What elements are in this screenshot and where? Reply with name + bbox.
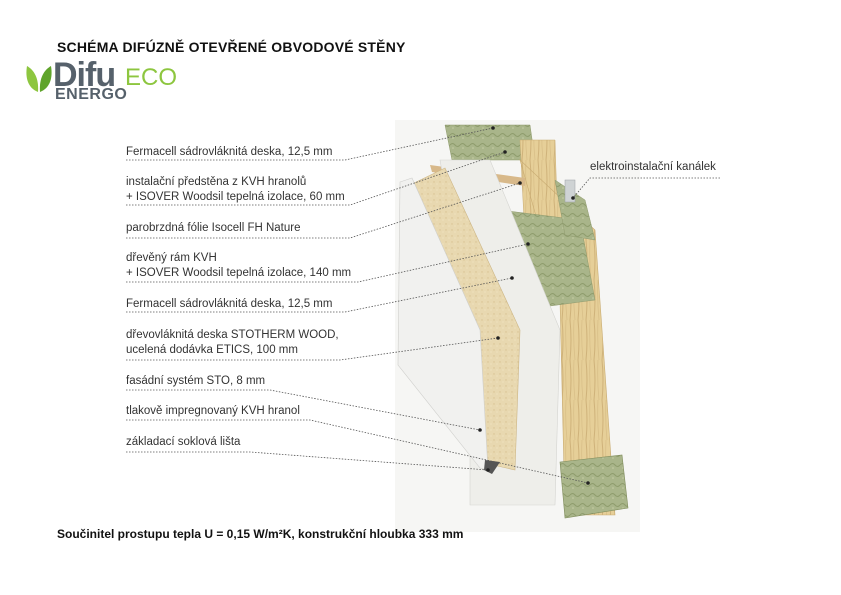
footer-u-value: Součinitel prostupu tepla U = 0,15 W/m²K… xyxy=(57,527,464,541)
label-installation-layer: instalační předstěna z KVH hranolů+ ISOV… xyxy=(126,176,345,203)
leader-lines xyxy=(126,127,720,484)
label-treated-kvh: tlakově impregnovaný KVH hranol xyxy=(126,405,300,417)
label-inner-fermacell: Fermacell sádrovláknitá deska, 12,5 mm xyxy=(126,146,333,158)
label-facade-system: fasádní systém STO, 8 mm xyxy=(126,375,266,387)
electrical-channel xyxy=(564,179,576,203)
logo-brand: Difu xyxy=(53,56,116,94)
treated-kvh-beam xyxy=(559,454,629,519)
label-wood-fibre-board: dřevovláknitá deska STOTHERM WOOD,ucelen… xyxy=(126,329,339,356)
label-vapour-brake: parobrzdná fólie Isocell FH Nature xyxy=(126,222,301,234)
page-title: SCHÉMA DIFÚZNĚ OTEVŘENÉ OBVODOVÉ STĚNY xyxy=(57,39,406,55)
leaf-icon xyxy=(26,66,52,92)
logo-subline: ENERGO xyxy=(55,86,128,103)
difueco-logo: Difu ECO ENERGO xyxy=(24,56,194,108)
label-wood-frame: dřevěný rám KVH+ ISOVER Woodsil tepelná … xyxy=(126,252,352,279)
label-outer-fermacell: Fermacell sádrovláknitá deska, 12,5 mm xyxy=(126,298,333,310)
label-electrical-channel: elektroinstalační kanálek xyxy=(590,161,716,173)
label-plinth-profile: základací soklová lišta xyxy=(126,436,241,448)
logo-suffix: ECO xyxy=(125,64,178,91)
leader-dots xyxy=(478,126,590,485)
